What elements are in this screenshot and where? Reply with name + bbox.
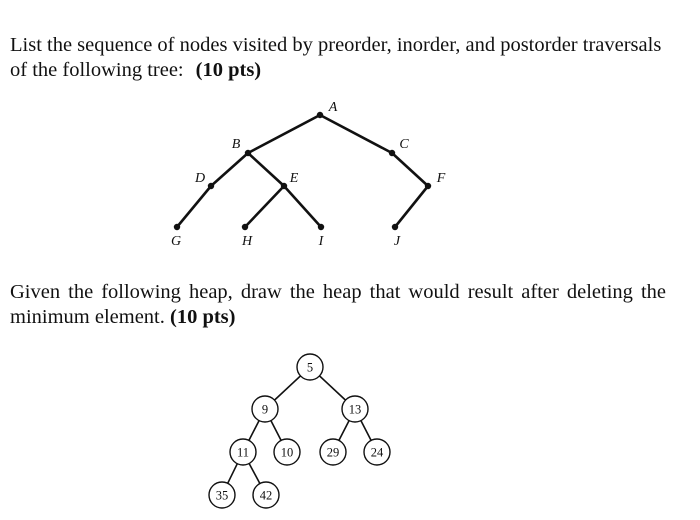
heap-node-value-n42: 42	[260, 489, 273, 503]
question-2-prompt: Given the following heap, draw the heap …	[10, 281, 666, 328]
question-2-text: Given the following heap, draw the heap …	[10, 280, 666, 330]
tree-node-H	[241, 223, 249, 231]
heap-node-n24	[363, 438, 391, 466]
tree-node-G	[173, 223, 181, 231]
tree-edge-C-F	[391, 152, 429, 187]
heap-edge-n11-n35	[226, 463, 239, 484]
tree-edge-B-D	[210, 152, 249, 187]
heap-node-value-n9: 9	[262, 403, 268, 417]
heap-node-value-n11: 11	[237, 446, 249, 460]
tree-edge-A-B	[247, 113, 321, 155]
heap-node-value-n29: 29	[327, 446, 340, 460]
tree-node-label-G: G	[171, 234, 181, 249]
tree-edge-E-H	[244, 185, 285, 228]
tree-node-B	[244, 149, 252, 157]
tree-node-label-H: H	[241, 234, 253, 249]
tree-node-E	[280, 182, 288, 190]
heap-edge-n11-n42	[248, 463, 261, 484]
heap-node-n5	[296, 353, 324, 381]
heap-edge-n13-n29	[338, 420, 350, 441]
tree-edge-B-E	[247, 152, 285, 187]
heap-node-n10	[273, 438, 301, 466]
question-1-text: List the sequence of nodes visited by pr…	[10, 33, 666, 83]
heap-node-value-n24: 24	[371, 446, 384, 460]
question-2-points: (10 pts)	[170, 306, 236, 328]
tree-node-I	[317, 223, 325, 231]
heap-edge-n9-n10	[270, 420, 282, 441]
tree-node-label-A: A	[328, 100, 338, 115]
heap-node-n11	[229, 438, 257, 466]
tree-node-C	[388, 149, 396, 157]
heap-node-value-n5: 5	[307, 361, 313, 375]
heap-node-n13	[341, 395, 369, 423]
tree-node-F	[424, 182, 432, 190]
tree-edge-E-I	[283, 185, 322, 228]
tree-node-label-I: I	[318, 234, 325, 249]
tree-node-label-B: B	[232, 137, 241, 152]
heap-edge-n5-n13	[318, 375, 347, 401]
tree-node-label-J: J	[394, 234, 401, 249]
tree-node-label-D: D	[194, 171, 205, 186]
heap-node-n29	[319, 438, 347, 466]
heap-edge-n13-n24	[360, 420, 372, 441]
heap-node-value-n35: 35	[216, 489, 229, 503]
heap-node-value-n10: 10	[281, 446, 294, 460]
heap-node-n35	[208, 481, 236, 509]
tree-node-J	[391, 223, 399, 231]
tree-edge-F-J	[393, 185, 430, 228]
heap-node-value-n13: 13	[349, 403, 362, 417]
heap-edge-n9-n11	[248, 420, 260, 441]
heap-node-n42	[252, 481, 280, 509]
tree-node-label-F: F	[436, 171, 446, 186]
tree-node-D	[207, 182, 215, 190]
tree-node-label-C: C	[399, 137, 409, 152]
question-1-points: (10 pts)	[195, 59, 262, 81]
tree-node-label-E: E	[289, 171, 299, 186]
question-1-prompt: List the sequence of nodes visited by pr…	[10, 34, 662, 81]
heap-node-n9	[251, 395, 279, 423]
heap-edge-n5-n9	[273, 375, 302, 401]
tree-edge-A-C	[319, 113, 393, 155]
tree-edge-D-G	[175, 185, 213, 228]
tree-node-A	[316, 111, 324, 119]
